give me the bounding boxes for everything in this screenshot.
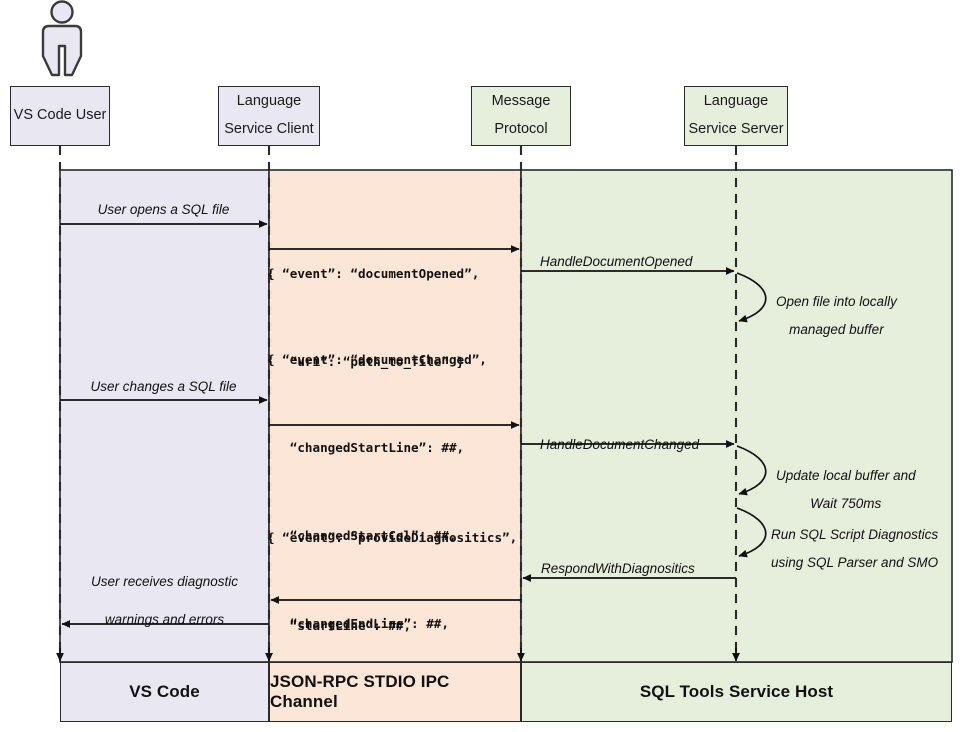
label-user-changes-file-text: User changes a SQL file (90, 379, 237, 394)
footer-service-host-label: SQL Tools Service Host (639, 682, 834, 701)
label-user-opens-file: User opens a SQL file (97, 202, 230, 217)
participant-message-protocol-line-1: Protocol (494, 121, 548, 137)
json-document-changed-line-0: { “event”: “documentChanged”, (267, 351, 487, 367)
participant-message-protocol-line-0: Message (491, 93, 551, 110)
selfloop-run-diagnostics (736, 507, 767, 558)
label-handle-document-changed: HandleDocumentChanged (540, 437, 700, 452)
label-respond-with-diagnostics: RespondWithDiagnositics (541, 561, 695, 576)
selfloop-open-file (736, 272, 767, 323)
footer-ipc-channel-label: JSON-RPC STDIO IPC Channel (270, 672, 450, 711)
label-handle-document-opened: HandleDocumentOpened (540, 254, 693, 269)
note-open-file: Open file into locally managed buffer (776, 288, 897, 343)
json-provide-diagnostics-line-0: { “event”: “provideDiagnositics”, (267, 529, 518, 545)
participant-vs-code-user-line-0: VS Code User (13, 107, 107, 124)
note-update-buffer-line-1: Wait 750ms (810, 495, 882, 511)
note-open-file-line-0: Open file into locally (776, 294, 897, 309)
band-service-host (520, 169, 953, 663)
vs-code-user-actor-icon (41, 0, 83, 77)
json-payload-document-opened: { “event”: “documentOpened”, “uri”: “pat… (267, 200, 479, 435)
label-user-receives-diagnostics: User receives diagnostic warnings and er… (60, 572, 269, 631)
note-run-diagnostics: Run SQL Script Diagnostics using SQL Par… (771, 521, 938, 576)
label-user-receives-diagnostics-line-0: User receives diagnostic (90, 574, 239, 589)
footer-service-host[interactable]: SQL Tools Service Host (521, 662, 952, 722)
json-provide-diagnostics-line-1: “startLine”: ##, (267, 617, 412, 633)
json-document-changed-line-3: “changedEndLine”: ##, (267, 615, 449, 631)
participant-language-service-server[interactable]: Language Service Server (684, 86, 788, 146)
note-open-file-line-1: managed buffer (789, 321, 884, 337)
note-run-diagnostics-line-1: using SQL Parser and SMO (771, 554, 939, 570)
note-update-buffer: Update local buffer and Wait 750ms (776, 462, 916, 517)
footer-ipc-channel[interactable]: JSON-RPC STDIO IPC Channel (269, 662, 521, 722)
participant-language-service-server-line-0: Language (703, 93, 769, 110)
footer-vs-code-label: VS Code (129, 682, 200, 701)
note-update-buffer-line-0: Update local buffer and (776, 468, 916, 483)
participant-message-protocol[interactable]: Message Protocol (471, 86, 571, 146)
json-document-opened-line-0: { “event”: “documentOpened”, (267, 265, 480, 281)
json-document-changed-line-1: “changedStartLine”: ##, (267, 439, 465, 455)
label-user-changes-file: User changes a SQL file (60, 377, 267, 398)
json-document-opened-line-1: “uri”: “path_to_file” } (267, 353, 465, 369)
label-user-receives-diagnostics-line-1: warnings and errors (104, 611, 225, 627)
note-run-diagnostics-line-0: Run SQL Script Diagnostics (771, 527, 939, 542)
footer-vs-code[interactable]: VS Code (60, 662, 269, 722)
selfloop-update-buffer (736, 445, 767, 496)
participant-language-service-client-line-1: Service Client (224, 121, 314, 137)
json-document-changed-line-2: “changedStartCol”: ##, (267, 527, 457, 543)
participant-vs-code-user[interactable]: VS Code User (10, 86, 110, 146)
participant-language-service-server-line-1: Service Server (688, 121, 784, 137)
participant-language-service-client-line-0: Language (236, 93, 302, 110)
participant-language-service-client[interactable]: Language Service Client (218, 86, 320, 146)
